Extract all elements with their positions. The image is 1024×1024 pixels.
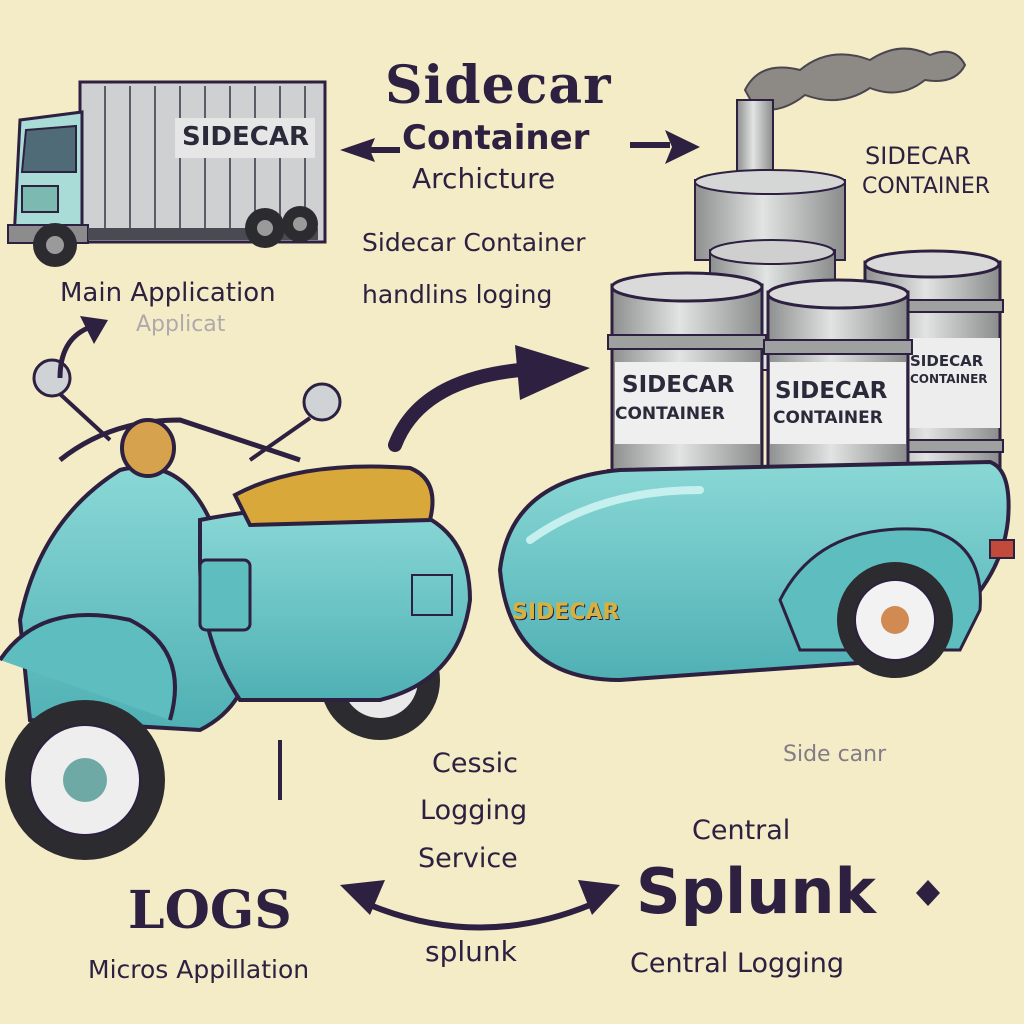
- arrow-curved-right-icon: [388, 345, 590, 452]
- central-top-label: Central: [692, 815, 791, 846]
- truck-sign-label: SIDECAR: [182, 122, 309, 152]
- title-line-2: Container: [402, 118, 590, 158]
- arrow-double-icon: [340, 880, 620, 931]
- arrow-right-icon: [630, 130, 700, 164]
- logging-service-label-2: Logging: [420, 795, 528, 826]
- main-application-ghost-label: Applicat: [136, 312, 226, 337]
- arrow-left-icon: [340, 138, 400, 162]
- splunk-title-label: Splunk: [636, 855, 876, 928]
- logging-service-label-1: Cessic: [432, 748, 518, 779]
- barrel-3-label-1: SIDECAR: [910, 352, 984, 370]
- barrel-2-label-2: CONTAINER: [773, 408, 883, 428]
- sidecar-pod-illustration: [497, 459, 1015, 683]
- handling-label-2: handlins loging: [362, 280, 553, 309]
- main-application-label: Main Application: [60, 278, 276, 308]
- barrel-1-label-1: SIDECAR: [622, 372, 735, 398]
- central-logging-label: Central Logging: [630, 948, 845, 979]
- side-car-faded-label: Side canr: [783, 742, 887, 767]
- micros-application-label: Micros Appillation: [88, 955, 310, 984]
- title-line-1: Sidecar: [385, 55, 612, 116]
- top-right-label-1: SIDECAR: [865, 142, 971, 170]
- title-line-3: Archicture: [412, 162, 556, 195]
- arrow-up-icon: [57, 316, 108, 379]
- barrel-3-label-2: CONTAINER: [910, 372, 988, 386]
- sidecar-body-label: SIDECAR: [512, 600, 620, 625]
- scooter-illustration: [0, 358, 473, 860]
- barrel-2-label-1: SIDECAR: [775, 378, 888, 404]
- logs-label: LOGS: [128, 880, 292, 941]
- diamond-icon: [916, 880, 940, 906]
- truck-illustration: [7, 80, 327, 267]
- top-right-label-2: CONTAINER: [862, 174, 991, 199]
- handling-label-1: Sidecar Container: [362, 228, 586, 257]
- barrel-1-label-2: CONTAINER: [615, 404, 725, 424]
- splunk-small-label: splunk: [425, 935, 517, 968]
- logging-service-label-3: Service: [418, 843, 518, 874]
